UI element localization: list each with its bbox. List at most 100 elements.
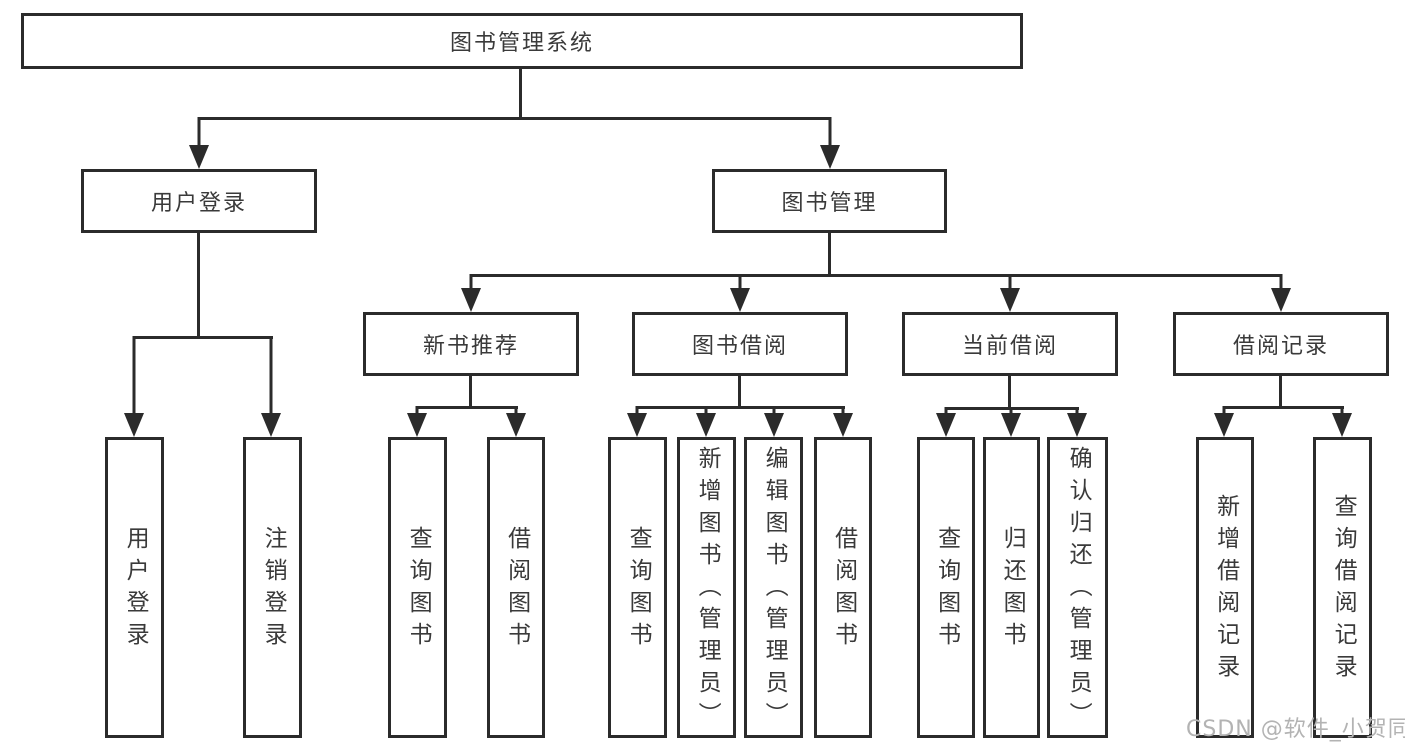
node-root: 图书管理系统 [21,13,1023,69]
arrow-head-icon [261,413,281,437]
arrow-stem [132,336,136,415]
arrow-to-leaf-add-borrow-record [1214,406,1234,437]
arrow-to-new-book-rec [461,274,481,312]
arrow-head-icon [1332,413,1352,437]
arrow-head-icon [124,413,144,437]
arrow-head-icon [407,413,427,437]
arrow-stem [415,406,419,415]
arrow-stem [635,406,639,415]
arrow-head-icon [461,288,481,312]
node-current-borrow: 当前借阅 [902,312,1118,376]
connector-root-trunk [519,69,522,117]
arrow-stem [1008,274,1012,290]
arrow-stem [514,406,518,415]
arrow-stem [704,406,708,415]
node-borrow-record: 借阅记录 [1173,312,1389,376]
arrow-to-leaf-query-book-current [936,407,956,437]
arrow-stem [1340,406,1344,415]
connector-user-login-rail [133,336,273,339]
arrow-stem [1279,274,1283,290]
leaf-borrow-book-rec: 借阅图书 [487,437,545,738]
arrow-stem [469,274,473,290]
arrow-to-leaf-borrow-book [833,406,853,437]
node-user-login-group-label: 用户登录 [150,191,247,216]
connector-borrow-record-trunk [1279,376,1282,406]
leaf-query-book-rec-label: 查询图书 [405,525,432,654]
leaf-add-borrow-record-label: 新增借阅记录 [1212,493,1239,686]
node-book-borrow: 图书借阅 [632,312,848,376]
node-book-mgmt: 图书管理 [712,169,947,233]
arrow-head-icon [506,413,526,437]
connector-new-book-rail [416,406,518,409]
connector-current-borrow-trunk [1008,376,1011,407]
leaf-query-book-borrow: 查询图书 [608,437,667,738]
arrow-stem [1075,407,1079,415]
leaf-query-book-current-label: 查询图书 [933,525,960,654]
arrow-to-leaf-add-book [696,406,716,437]
arrow-head-icon [764,413,784,437]
leaf-borrow-book-label: 借阅图书 [830,525,857,654]
arrow-head-icon [820,145,840,169]
arrow-to-leaf-edit-book [764,406,784,437]
leaf-return-book-label: 归还图书 [999,525,1026,654]
arrow-head-icon [189,145,209,169]
arrow-head-icon [1214,413,1234,437]
arrow-stem [1009,407,1013,415]
arrow-stem [828,117,832,147]
arrow-to-leaf-query-borrow-record [1332,406,1352,437]
leaf-add-borrow-record: 新增借阅记录 [1196,437,1254,738]
leaf-borrow-book: 借阅图书 [814,437,872,738]
leaf-query-borrow-record: 查询借阅记录 [1313,437,1372,738]
arrow-stem [772,406,776,415]
csdn-watermark: CSDN @软件_小贺同学 [1186,717,1405,742]
node-borrow-record-label: 借阅记录 [1232,334,1329,359]
arrow-to-leaf-query-book-borrow [627,406,647,437]
node-book-borrow-label: 图书借阅 [691,334,788,359]
leaf-logout-label: 注销登录 [260,525,287,654]
arrow-to-leaf-logout [261,336,281,437]
arrow-to-leaf-user-login [124,336,144,437]
arrow-head-icon [1000,288,1020,312]
node-new-book-rec: 新书推荐 [363,312,579,376]
connector-borrow-record-rail [1223,406,1344,409]
arrow-stem [738,274,742,290]
node-new-book-rec-label: 新书推荐 [422,334,519,359]
connector-book-borrow-trunk [738,376,741,406]
leaf-edit-book-label: 编辑图书（管理员） [761,445,788,734]
leaf-return-book: 归还图书 [983,437,1040,738]
arrow-to-leaf-query-book-rec [407,406,427,437]
leaf-edit-book: 编辑图书（管理员） [744,437,803,738]
arrow-to-user-login-group [189,117,209,169]
arrow-head-icon [1067,413,1087,437]
leaf-borrow-book-rec-label: 借阅图书 [503,525,530,654]
arrow-to-book-mgmt [820,117,840,169]
arrow-head-icon [1271,288,1291,312]
leaf-add-book: 新增图书（管理员） [677,437,736,738]
leaf-logout: 注销登录 [243,437,302,738]
leaf-add-book-label: 新增图书（管理员） [694,445,721,734]
arrow-to-book-borrow [730,274,750,312]
connector-book-mgmt-trunk [828,233,831,274]
leaf-query-book-rec: 查询图书 [388,437,447,738]
arrow-head-icon [627,413,647,437]
arrow-stem [1222,406,1226,415]
connector-book-borrow-rail [636,406,845,409]
node-user-login-group: 用户登录 [81,169,317,233]
leaf-user-login-label: 用户登录 [122,525,149,654]
arrow-to-leaf-confirm-return [1067,407,1087,437]
connector-level3-rail [470,274,1282,277]
arrow-head-icon [696,413,716,437]
leaf-confirm-return: 确认归还（管理员） [1047,437,1108,738]
connector-new-book-trunk [469,376,472,406]
arrow-head-icon [936,413,956,437]
connector-user-login-trunk [197,233,200,336]
arrow-head-icon [730,288,750,312]
arrow-to-current-borrow [1000,274,1020,312]
leaf-confirm-return-label: 确认归还（管理员） [1065,445,1092,734]
arrow-stem [841,406,845,415]
connector-level2-rail [198,117,831,120]
arrow-to-borrow-record [1271,274,1291,312]
arrow-head-icon [833,413,853,437]
leaf-query-borrow-record-label: 查询借阅记录 [1330,493,1357,686]
